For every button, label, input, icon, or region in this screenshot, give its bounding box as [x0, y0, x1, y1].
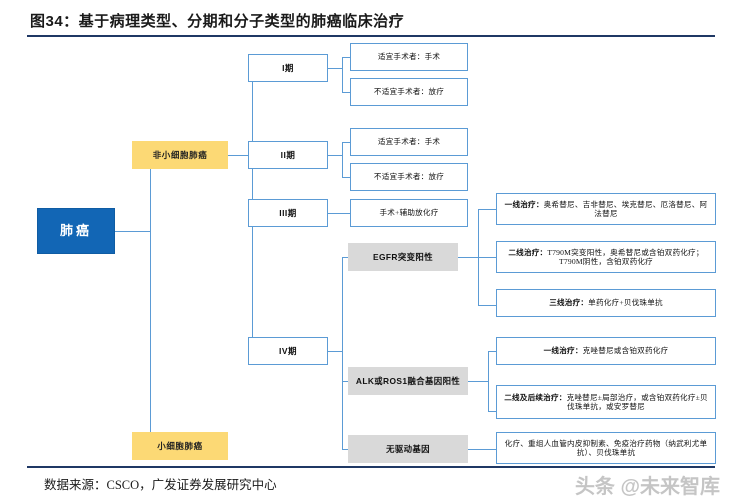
- treatment-egfr-first-line-lead: 一线治疗：: [504, 199, 544, 209]
- footer-divider: [27, 466, 715, 468]
- treatment-alk-first-line-lead: 一线治疗：: [543, 346, 583, 356]
- data-source: 数据来源：CSCO，广发证券发展研究中心: [44, 478, 277, 492]
- node-stage-1[interactable]: I期: [248, 54, 328, 82]
- treatment-egfr-third-line[interactable]: 三线治疗：单药化疗+贝伐珠单抗: [496, 289, 716, 317]
- treatment-alk-first-line-text: 克唑替尼或含铂双药化疗: [582, 346, 669, 356]
- connector-nsclc-out: [228, 155, 252, 156]
- treatment-alk-second-line-text: 克唑替尼±局部治疗，或含铂双药化疗±贝伐珠单抗，或安罗替尼: [566, 392, 708, 411]
- node-stage-4[interactable]: IV期: [248, 337, 328, 365]
- node-stage-2[interactable]: II期: [248, 141, 328, 169]
- treatment-alk-first-line[interactable]: 一线治疗：克唑替尼或含铂双药化疗: [496, 337, 716, 365]
- connector-alk-spine: [488, 351, 489, 411]
- connector-root-out: [115, 231, 150, 232]
- treatment-no-driver-gene-text: 化疗、重组人血管内皮抑制素、免疫治疗药物（纳武利尤单抗）、贝伐珠单抗: [504, 438, 708, 457]
- connector-stage4-out: [328, 351, 342, 352]
- connector-stage1-out: [328, 68, 342, 69]
- connector-branch-spine: [150, 155, 151, 446]
- node-egfr-mutation-positive[interactable]: EGFR突变阳性: [348, 243, 458, 271]
- node-no-driver-gene[interactable]: 无驱动基因: [348, 435, 468, 463]
- node-alk-ros1-fusion-positive[interactable]: ALK或ROS1融合基因阳性: [348, 367, 468, 395]
- connector-stage1-tx2: [342, 92, 350, 93]
- treatment-egfr-third-line-text: 单药化疗+贝伐珠单抗: [588, 298, 663, 308]
- connector-egfr-out: [458, 257, 478, 258]
- connector-alk-tx2: [488, 411, 496, 412]
- connector-to-egfr: [342, 257, 350, 258]
- connector-to-alk: [342, 381, 350, 382]
- connector-egfr-tx3: [478, 305, 496, 306]
- treatment-alk-second-line[interactable]: 二线及后续治疗：克唑替尼±局部治疗，或含铂双药化疗±贝伐珠单抗，或安罗替尼: [496, 385, 716, 419]
- node-stage-3[interactable]: III期: [248, 199, 328, 227]
- treatment-egfr-second-line-lead: 二线治疗：: [508, 247, 548, 257]
- connector-to-nodriver: [342, 449, 350, 450]
- treatment-egfr-first-line-text: 奥希替尼、吉非替尼、埃克替尼、厄洛替尼、阿法替尼: [543, 199, 708, 218]
- connector-alk-tx1: [488, 351, 496, 352]
- connector-stage2-tx2: [342, 177, 350, 178]
- treatment-alk-second-line-lead: 二线及后续治疗：: [504, 392, 567, 402]
- connector-stage1-tx1: [342, 57, 350, 58]
- connector-egfr-tx1: [478, 209, 496, 210]
- treatment-stage2-radiotherapy[interactable]: 不适宜手术者：放疗: [350, 163, 468, 191]
- title-divider: [27, 35, 715, 37]
- treatment-egfr-second-line[interactable]: 二线治疗：T790M突变阳性，奥希替尼或含铂双药化疗；T790M阴性，含铂双药化…: [496, 241, 716, 273]
- watermark-logo: 头条 @未来智库: [574, 476, 720, 498]
- treatment-stage3-surgery-adjuvant[interactable]: 手术+辅助放化疗: [350, 199, 468, 227]
- connector-nodriver-out: [468, 449, 496, 450]
- node-nsclc[interactable]: 非小细胞肺癌: [132, 141, 228, 169]
- page-title: 图34：基于病理类型、分期和分子类型的肺癌临床治疗: [30, 13, 405, 30]
- node-root-lung-cancer[interactable]: 肺癌: [37, 208, 115, 254]
- treatment-egfr-third-line-lead: 三线治疗：: [549, 298, 589, 308]
- treatment-stage1-radiotherapy[interactable]: 不适宜手术者：放疗: [350, 78, 468, 106]
- connector-stage2-out: [328, 155, 342, 156]
- connector-egfr-tx2: [478, 257, 496, 258]
- treatment-stage2-surgery[interactable]: 适宜手术者：手术: [350, 128, 468, 156]
- connector-stage1-spine: [342, 57, 343, 92]
- connector-alk-out: [468, 381, 488, 382]
- connector-stage2-tx1: [342, 142, 350, 143]
- connector-stage2-spine: [342, 142, 343, 177]
- treatment-stage1-surgery[interactable]: 适宜手术者：手术: [350, 43, 468, 71]
- treatment-egfr-first-line[interactable]: 一线治疗：奥希替尼、吉非替尼、埃克替尼、厄洛替尼、阿法替尼: [496, 193, 716, 225]
- node-sclc[interactable]: 小细胞肺癌: [132, 432, 228, 460]
- connector-stage3-out: [328, 213, 350, 214]
- treatment-egfr-second-line-text: T790M突变阳性，奥希替尼或含铂双药化疗；T790M阴性，含铂双药化疗: [547, 247, 704, 266]
- treatment-no-driver-gene[interactable]: 化疗、重组人血管内皮抑制素、免疫治疗药物（纳武利尤单抗）、贝伐珠单抗: [496, 432, 716, 464]
- connector-molecular-spine: [342, 257, 343, 449]
